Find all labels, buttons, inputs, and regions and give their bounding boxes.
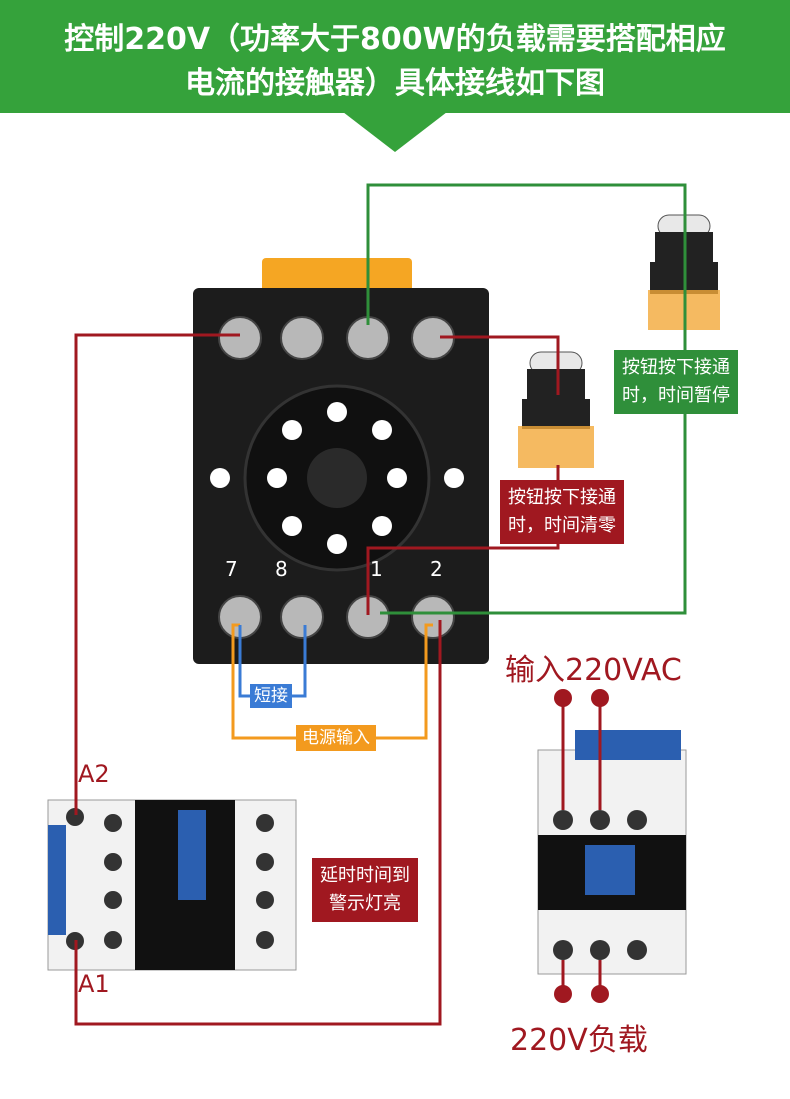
reset-note-line-1: 按钮按下接通 <box>508 487 616 508</box>
reset-note-line-2: 时，时间清零 <box>508 515 616 536</box>
terminal-label-7: 7 <box>225 557 238 581</box>
push-button-icon <box>518 351 594 468</box>
terminal-label-1: 1 <box>370 557 383 581</box>
coil-a2-label: A2 <box>78 760 110 788</box>
relay-socket-icon <box>193 258 489 664</box>
red-wire-reset <box>440 335 560 395</box>
power-input-label: 电源输入 <box>296 725 376 751</box>
pause-button-note: 按钮按下接通 时，时间暂停 <box>614 350 738 414</box>
pause-note-line-1: 按钮按下接通 <box>622 357 730 378</box>
banner-arrow <box>343 112 447 152</box>
short-label: 短接 <box>250 684 292 708</box>
terminal-label-8: 8 <box>275 557 288 581</box>
contactor-icon <box>47 799 297 971</box>
title-line-2: 电流的接触器）具体接线如下图 <box>185 66 605 101</box>
input-220vac-label: 输入220VAC <box>505 653 682 688</box>
coil-a1-label: A1 <box>78 970 110 998</box>
title-banner <box>0 0 790 113</box>
title-line-1: 控制220V（功率大于800W的负载需要搭配相应 <box>64 22 726 57</box>
terminal-label-2: 2 <box>430 557 443 581</box>
green-wire <box>366 183 687 615</box>
lamp-note: 延时时间到 警示灯亮 <box>312 858 418 922</box>
red-wire-a2 <box>74 333 240 815</box>
contactor-icon <box>537 730 687 975</box>
red-wire-a1 <box>74 620 442 1026</box>
lamp-note-line-2: 警示灯亮 <box>329 893 401 914</box>
load-220v-label: 220V负载 <box>510 1023 648 1058</box>
pause-note-line-2: 时，时间暂停 <box>622 385 730 406</box>
reset-button-note: 按钮按下接通 时，时间清零 <box>500 480 624 544</box>
lamp-note-line-1: 延时时间到 <box>320 865 410 886</box>
